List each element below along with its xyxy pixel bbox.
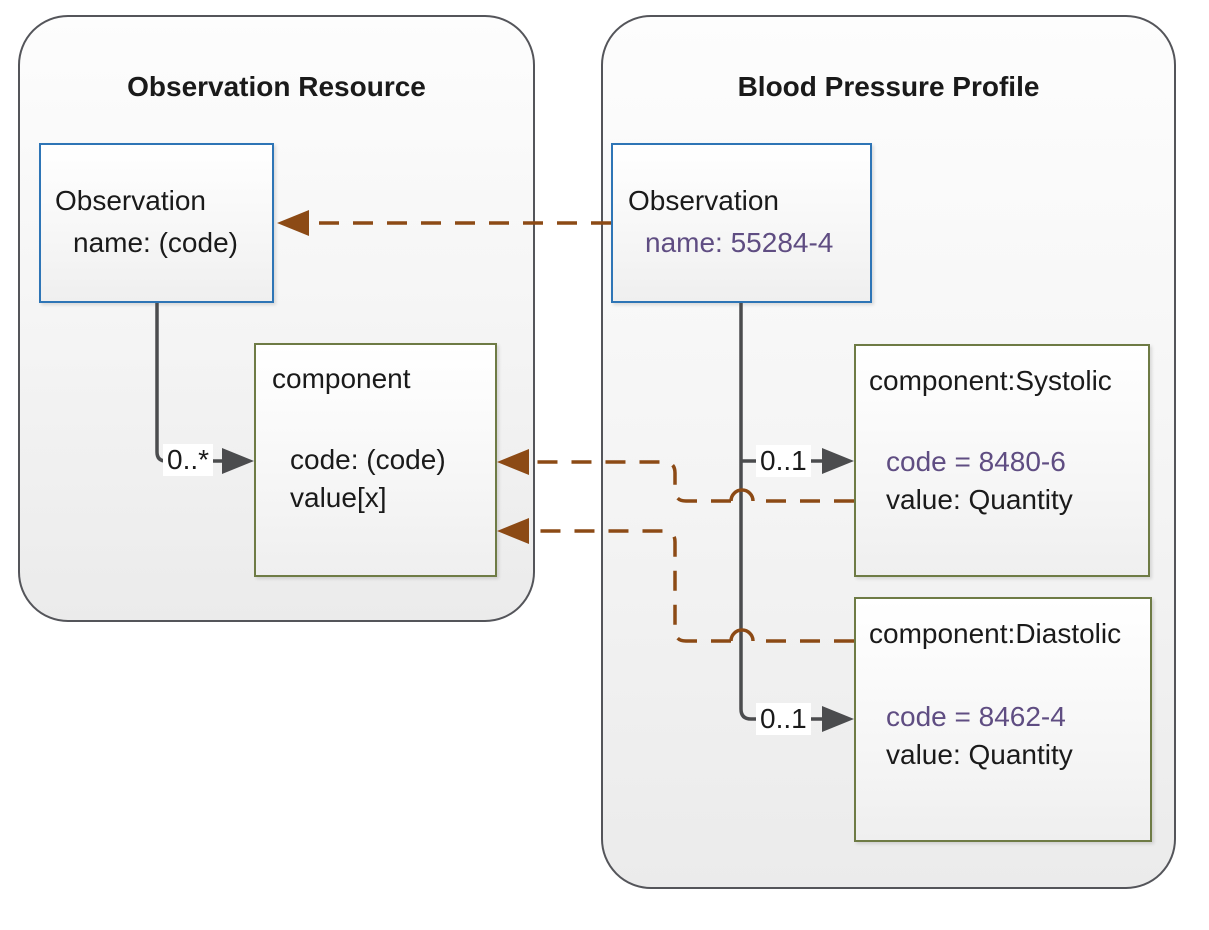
right-observation-attr: name: 55284-4	[645, 227, 834, 258]
diastolic-component-box: component:Diastolic code = 8462-4 value:…	[854, 597, 1152, 842]
multiplicity-label-systolic: 0..1	[756, 445, 811, 477]
left-observation-name: Observation	[55, 185, 206, 216]
diastolic-code-attr: code = 8462-4	[886, 701, 1066, 732]
systolic-value-attr: value: Quantity	[886, 484, 1073, 515]
diastolic-component-name: component:Diastolic	[869, 618, 1122, 649]
blood-pressure-profile-title: Blood Pressure Profile	[737, 71, 1040, 102]
left-observation-attr: name: (code)	[73, 227, 238, 258]
left-component-code-attr: code: (code)	[290, 444, 446, 475]
diastolic-value-attr: value: Quantity	[886, 739, 1073, 770]
left-observation-box: Observation name: (code)	[39, 143, 274, 303]
observation-resource-title: Observation Resource	[127, 71, 426, 102]
left-component-box: component code: (code) value[x]	[254, 343, 497, 577]
systolic-component-box: component:Systolic code = 8480-6 value: …	[854, 344, 1150, 577]
left-component-name: component	[272, 363, 411, 394]
multiplicity-label-left: 0..*	[163, 444, 214, 476]
systolic-code-attr: code = 8480-6	[886, 446, 1066, 477]
systolic-component-name: component:Systolic	[869, 365, 1112, 396]
right-observation-name: Observation	[628, 185, 779, 216]
left-component-value-attr: value[x]	[290, 482, 387, 513]
multiplicity-label-diastolic: 0..1	[756, 703, 811, 735]
right-observation-box: Observation name: 55284-4	[611, 143, 872, 303]
